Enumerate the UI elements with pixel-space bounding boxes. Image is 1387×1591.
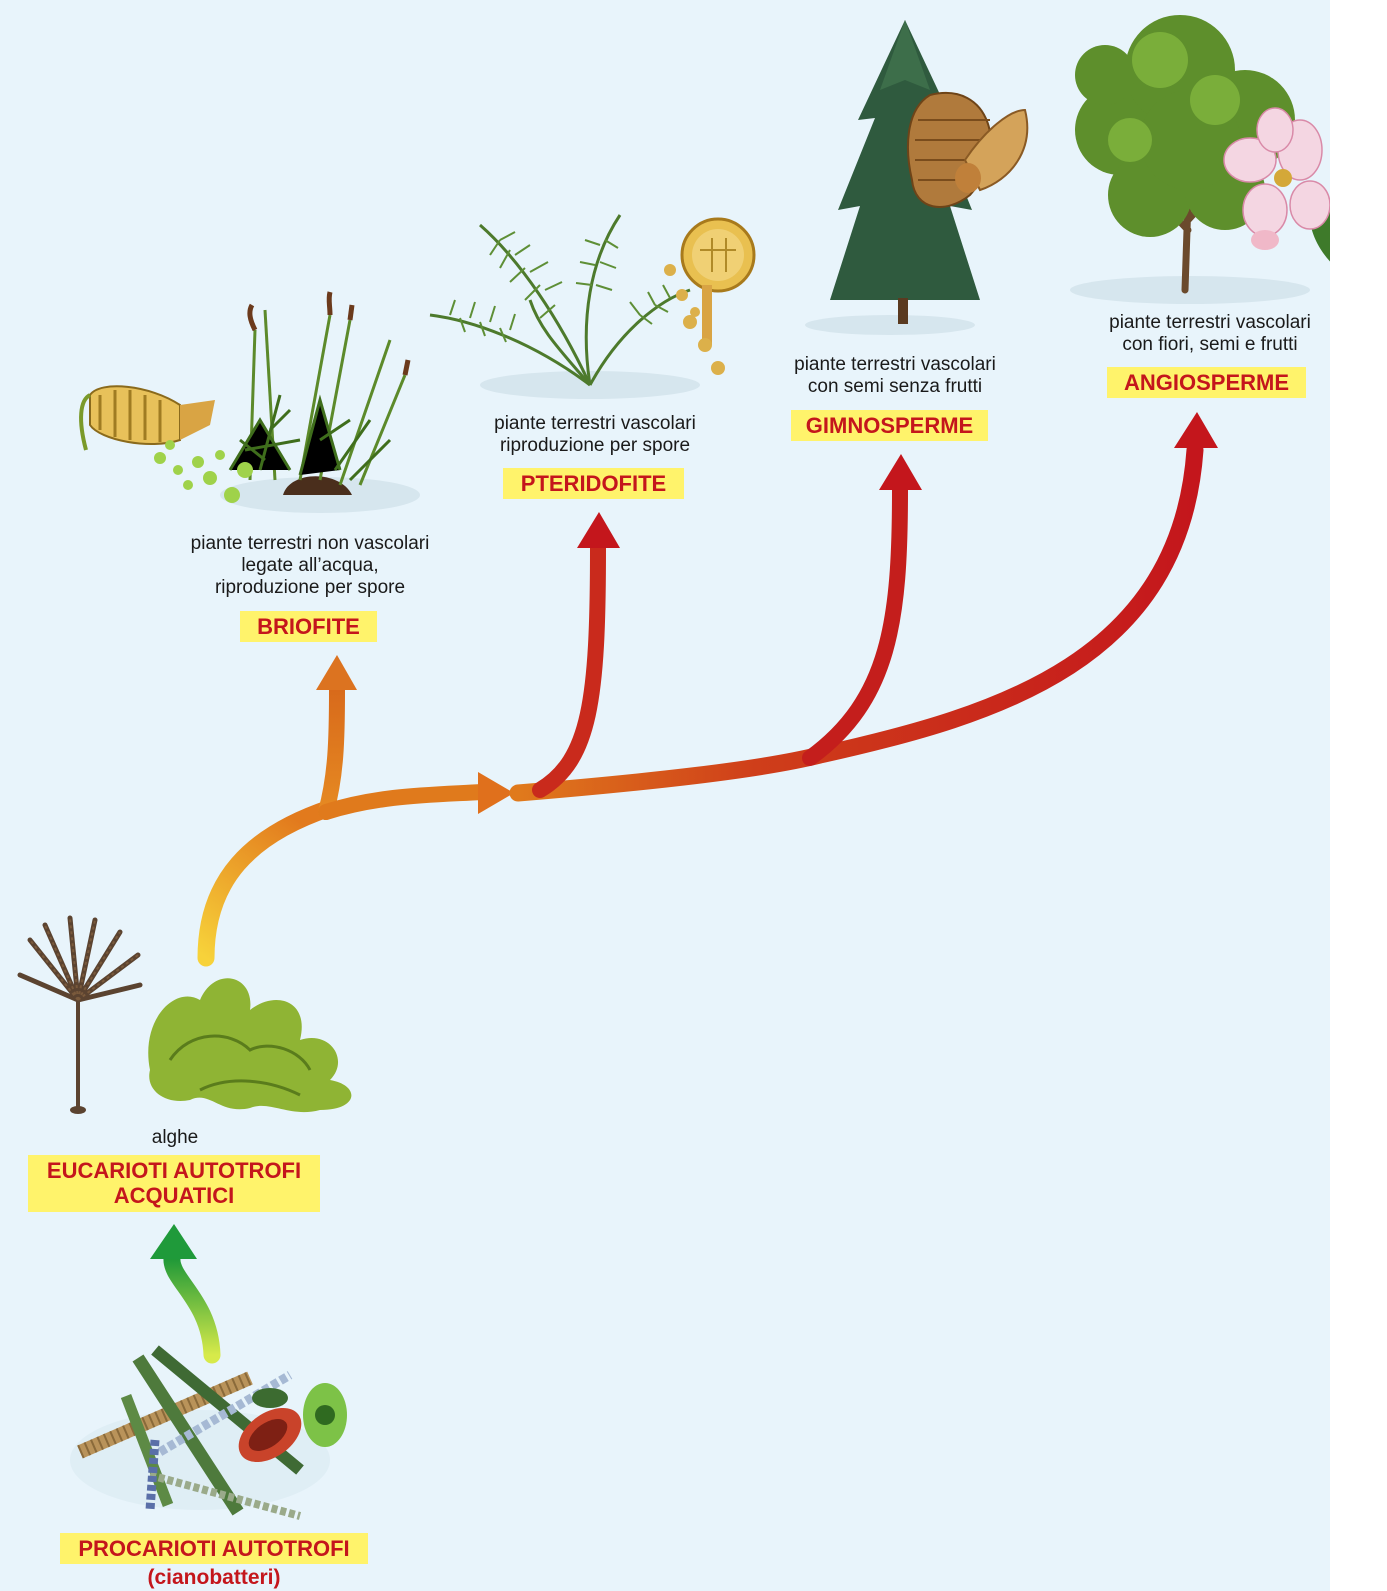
algae-illustration (20, 918, 351, 1114)
desc-gimnosperme-line1: piante terrestri vascolari (750, 354, 1040, 376)
desc-briofite-line1: piante terrestri non vascolari (160, 533, 460, 555)
label-briofite: BRIOFITE (240, 611, 377, 642)
moss-illustration (81, 292, 420, 513)
desc-briofite-line2: legate all’acqua, (160, 555, 460, 577)
desc-briofite: piante terrestri non vascolari legate al… (160, 533, 460, 599)
sublabel-cianobatteri: (cianobatteri) (60, 1566, 368, 1590)
label-angiosperme: ANGIOSPERME (1107, 367, 1306, 398)
desc-pteridofite-line2: riproduzione per spore (450, 435, 740, 457)
label-eucarioti: EUCARIOTI AUTOTROFI ACQUATICI (28, 1155, 320, 1212)
label-gimnosperme: GIMNOSPERME (791, 410, 988, 441)
fern-illustration (430, 215, 754, 399)
desc-briofite-line3: riproduzione per spore (160, 577, 460, 599)
diagram-canvas: PROCARIOTI AUTOTROFI (cianobatteri) algh… (0, 0, 1330, 1591)
cyanobacteria-illustration (70, 1350, 347, 1516)
label-eucarioti-line1: EUCARIOTI AUTOTROFI (40, 1158, 308, 1183)
label-eucarioti-line2: ACQUATICI (40, 1183, 308, 1208)
label-procarioti: PROCARIOTI AUTOTROFI (60, 1533, 368, 1564)
desc-alghe: alghe (60, 1127, 290, 1149)
angiosperm-illustration (1070, 15, 1330, 304)
illustrations (0, 0, 1330, 1591)
label-pteridofite: PTERIDOFITE (503, 468, 684, 499)
desc-angiosperme: piante terrestri vascolari con fiori, se… (1060, 312, 1360, 356)
desc-pteridofite: piante terrestri vascolari riproduzione … (450, 413, 740, 457)
desc-angiosperme-line2: con fiori, semi e frutti (1060, 334, 1360, 356)
desc-gimnosperme: piante terrestri vascolari con semi senz… (750, 354, 1040, 398)
desc-pteridofite-line1: piante terrestri vascolari (450, 413, 740, 435)
conifer-illustration (805, 20, 1027, 335)
desc-gimnosperme-line2: con semi senza frutti (750, 376, 1040, 398)
desc-angiosperme-line1: piante terrestri vascolari (1060, 312, 1360, 334)
